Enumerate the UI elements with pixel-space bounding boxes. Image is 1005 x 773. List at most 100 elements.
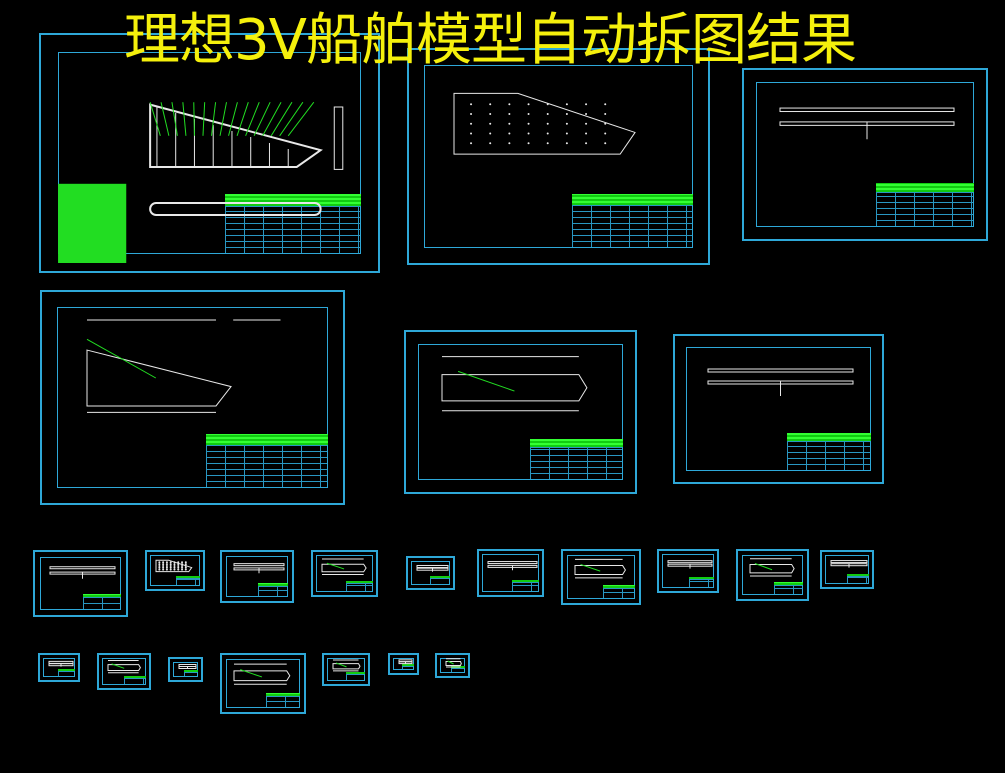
geometry-line [177, 566, 180, 569]
geometry-line [445, 661, 462, 666]
geometry-line [779, 107, 955, 113]
geometry-line [162, 564, 165, 567]
drawing-sheet[interactable] [311, 550, 378, 597]
geometry-line [236, 102, 249, 136]
geometry-line [162, 561, 165, 564]
geometry-line [489, 142, 492, 145]
geometry-line [162, 563, 165, 566]
drawing-sheet[interactable] [742, 68, 988, 241]
geometry-line [181, 561, 184, 564]
title-block [430, 578, 450, 585]
geometry-line [149, 102, 161, 136]
geometry-line [158, 566, 161, 569]
drawing-sheet[interactable] [820, 550, 874, 589]
sheet-inner-border [424, 65, 693, 248]
drawing-sheet[interactable] [406, 556, 455, 590]
geometry-line [149, 202, 322, 216]
geometry-line [173, 564, 176, 567]
drawing-sheet[interactable] [33, 550, 128, 617]
geometry-line [173, 566, 176, 569]
part-geometry [453, 92, 636, 155]
drawing-sheet[interactable] [388, 653, 419, 675]
geometry-line [171, 102, 178, 136]
part-geometry [58, 101, 344, 263]
part-geometry [487, 561, 538, 571]
drawing-sheet[interactable] [561, 549, 641, 605]
geometry-line [335, 662, 347, 668]
geometry-line [527, 122, 530, 125]
drawing-sheet[interactable] [477, 549, 544, 597]
geometry-line [162, 566, 165, 569]
geometry-line [111, 663, 125, 669]
geometry-line [184, 564, 187, 567]
geometry-line [177, 564, 180, 567]
drawing-sheet[interactable] [220, 550, 294, 603]
geometry-line [667, 560, 713, 564]
drawing-sheet[interactable] [322, 653, 370, 686]
geometry-line [508, 103, 511, 106]
geometry-line [155, 559, 193, 573]
sheet-inner-border [662, 554, 714, 588]
drawing-sheet[interactable] [407, 48, 710, 265]
part-geometry [233, 563, 285, 574]
geometry-line [211, 102, 217, 136]
drawing-sheet[interactable] [220, 653, 306, 714]
geometry-line [158, 564, 161, 567]
drawing-sheet[interactable] [404, 330, 637, 494]
parts-list-header [124, 676, 146, 678]
geometry-line [169, 566, 172, 569]
drawing-sheet[interactable] [39, 33, 380, 273]
drawing-sheet[interactable] [168, 657, 203, 682]
title-block [58, 671, 75, 677]
geometry-line [193, 102, 195, 136]
geometry-line [487, 561, 538, 565]
title-block [346, 583, 373, 592]
geometry-line [58, 183, 127, 263]
geometry-line [546, 132, 549, 135]
geometry-line [177, 568, 180, 571]
geometry-line [830, 560, 868, 564]
geometry-line [453, 92, 636, 155]
geometry-line [508, 113, 511, 116]
geometry-line [48, 660, 74, 664]
geometry-line [604, 113, 607, 116]
geometry-line [604, 122, 607, 125]
drawing-sheet[interactable] [145, 550, 205, 591]
part-geometry [667, 560, 713, 569]
drawing-sheet[interactable] [673, 334, 884, 484]
title-block [572, 205, 693, 248]
drawing-sheet[interactable] [38, 653, 80, 682]
geometry-line [580, 563, 601, 572]
geometry-line [262, 101, 282, 137]
part-geometry [398, 659, 413, 665]
title-block [847, 576, 869, 584]
drawing-sheet[interactable] [40, 290, 345, 505]
part-geometry [86, 319, 281, 413]
drawing-sheet[interactable] [736, 549, 809, 601]
geometry-line [489, 132, 492, 135]
drawing-sheet[interactable] [435, 653, 470, 678]
parts-list-header [346, 581, 373, 583]
part-geometry [441, 356, 588, 412]
geometry-line [165, 561, 168, 564]
sheet-inner-border [756, 82, 974, 227]
drawing-sheet[interactable] [97, 653, 151, 690]
geometry-line [165, 566, 168, 569]
geometry-line [527, 132, 530, 135]
geometry-line [245, 102, 260, 136]
geometry-line [508, 132, 511, 135]
geometry-line [416, 564, 449, 568]
parts-list-header [876, 183, 974, 192]
geometry-line [604, 142, 607, 145]
geometry-line [489, 122, 492, 125]
geometry-line [158, 561, 161, 564]
geometry-line [321, 563, 367, 573]
part-geometry [332, 659, 361, 672]
drawing-sheet[interactable] [657, 549, 719, 593]
parts-list-header [206, 434, 328, 445]
part-geometry [178, 664, 197, 669]
geometry-line [546, 113, 549, 116]
geometry-line [240, 669, 263, 678]
geometry-line [585, 103, 588, 106]
